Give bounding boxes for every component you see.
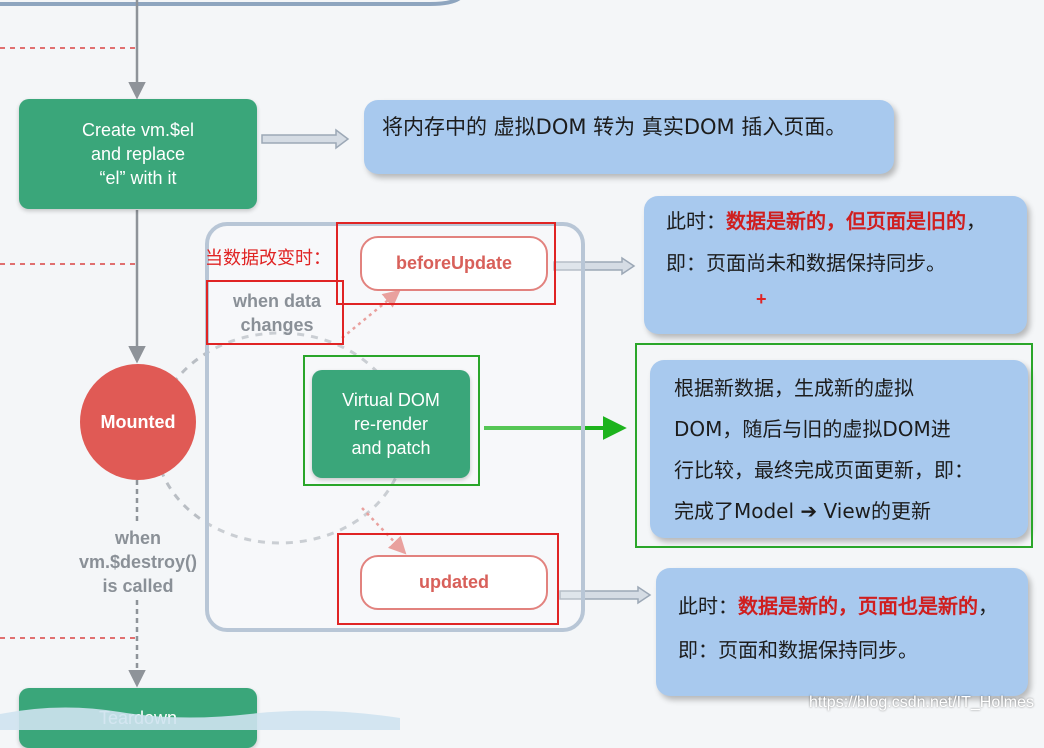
hook-arrow: [341, 289, 401, 339]
when-destroy-label: when vm.$destroy() is called: [78, 528, 198, 596]
updated-note: 此时：数据是新的，页面也是新的，即：页面和数据保持同步。: [656, 568, 1028, 696]
rerender-note: 根据新数据，生成新的虚拟 DOM，随后与旧的虚拟DOM进 行比较，最终完成页面更…: [650, 360, 1028, 538]
rerender-note-line3: 行比较，最终完成页面更新，即：: [674, 458, 974, 482]
virtual-dom-box: Virtual DOM re-render and patch: [312, 370, 470, 478]
before-update-note-prefix: 此时：: [666, 209, 726, 233]
when-data-changes-label: when data changes: [232, 291, 321, 335]
plus-annotation: +: [756, 289, 767, 309]
before-update-note-comma: ，: [826, 209, 846, 233]
create-el-box: Create vm.$el and replace “el” with it: [19, 99, 257, 209]
updated-note-rest: ，即：页面和数据保持同步。: [678, 594, 998, 662]
before-update-highlight-frame: [336, 222, 556, 305]
updated-note-page-new: 页面也是新的: [858, 594, 978, 618]
mounted-circle: Mounted: [80, 364, 196, 480]
create-el-label: Create vm.$el and replace “el” with it: [81, 120, 195, 188]
note-arrow: [261, 128, 350, 150]
rerender-note-line2: DOM，随后与旧的虚拟DOM进: [674, 417, 951, 441]
updated-highlight-frame: [337, 533, 559, 625]
top-box-edge: [0, 0, 461, 6]
before-update-label: beforeUpdate: [395, 253, 512, 273]
mount-note: 将内存中的 虚拟DOM 转为 真实DOM 插入页面。: [364, 100, 894, 174]
data-changes-highlight-frame: [206, 280, 344, 345]
before-update-note: 此时：数据是新的，但页面是旧的，即：页面尚未和数据保持同步。: [644, 196, 1027, 334]
updated-note-prefix: 此时：: [678, 594, 738, 618]
before-update-note-data-new: 数据是新的: [726, 209, 826, 233]
mounted-label: Mounted: [100, 411, 176, 432]
data-change-annotation: 当数据改变时：: [205, 248, 331, 269]
note-arrow: [553, 256, 636, 276]
updated-hook: updated: [360, 555, 548, 610]
before-update-note-page-old: 但页面是旧的: [846, 209, 966, 233]
updated-note-comma: ，: [838, 594, 858, 618]
rerender-note-line1: 根据新数据，生成新的虚拟: [674, 376, 914, 400]
virtual-dom-highlight-frame: [303, 355, 480, 486]
virtual-dom-label: Virtual DOM re-render and patch: [342, 390, 440, 458]
rerender-note-line4: 完成了Model ➔ View的更新: [674, 499, 931, 523]
updated-note-data-new: 数据是新的: [738, 594, 838, 618]
hook-arrow: [361, 507, 407, 555]
updated-label: updated: [419, 572, 489, 592]
before-update-hook: beforeUpdate: [360, 236, 548, 291]
mount-note-text: 将内存中的 虚拟DOM 转为 真实DOM 插入页面。: [382, 115, 847, 139]
rerender-note-highlight-frame: [635, 343, 1033, 548]
watermark: https://blog.csdn.net/IT_Holmes: [809, 694, 1034, 711]
before-update-note-rest: ，即：页面尚未和数据保持同步。: [666, 209, 986, 275]
